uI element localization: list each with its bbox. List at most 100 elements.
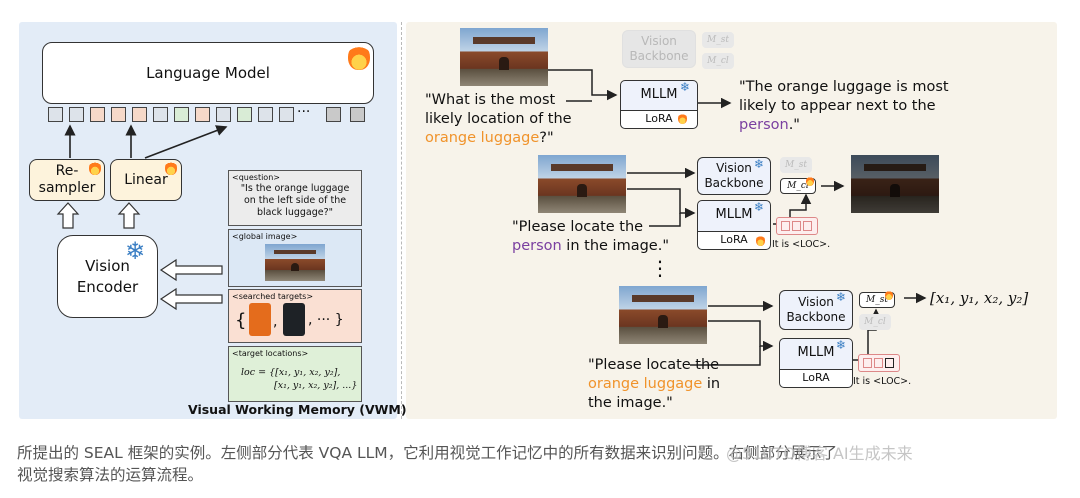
query-image-3 xyxy=(619,286,707,344)
orange-luggage-crop xyxy=(249,303,271,336)
vision-encoder-label: Vision Encoder xyxy=(76,256,139,296)
token-square xyxy=(350,107,365,122)
a1-line2: likely to appear next to the xyxy=(739,98,936,114)
token-square xyxy=(48,107,63,122)
language-model-label: Language Model xyxy=(146,64,270,82)
token-square xyxy=(258,107,273,122)
q2-person: person xyxy=(512,238,562,254)
caption-line2: 视觉搜索算法的运算流程。 xyxy=(17,466,204,484)
vwm-locations-line2: [x₁, y₁, x₂, y₂], ...} xyxy=(274,380,358,391)
q3-orange-luggage: orange luggage xyxy=(588,376,703,392)
q3-line1: "Please locate the xyxy=(588,357,720,373)
bot-vision-backbone-label: Vision Backbone xyxy=(786,295,846,324)
loc-token-box-1 xyxy=(776,217,818,235)
q2-line2-end: in the image." xyxy=(561,238,669,254)
bot-vision-backbone: Vision Backbone xyxy=(779,290,853,330)
mllm-label-2: MLLM xyxy=(715,207,753,222)
q1-orange-luggage: orange luggage xyxy=(425,130,540,146)
continuation-dots: ⋮ xyxy=(650,256,670,280)
panel-divider xyxy=(401,22,403,419)
token-square xyxy=(326,107,341,122)
q1-line3-end: ?" xyxy=(539,130,554,146)
token-square xyxy=(237,107,252,122)
mid-vision-backbone: Vision Backbone xyxy=(697,157,771,195)
vwm-question-header: <question> xyxy=(232,173,280,182)
token-square xyxy=(90,107,105,122)
bot-vb-snowflake-icon: ❄ xyxy=(836,290,847,304)
vwm-global-header: <global image> xyxy=(232,232,298,241)
token-square xyxy=(132,107,147,122)
mllm-label-3: MLLM xyxy=(797,345,835,360)
mid-mtag-st: M_st xyxy=(780,157,812,173)
lora-label-3: LoRA xyxy=(802,371,830,384)
vwm-question-box: <question> "Is the orange luggage on the… xyxy=(228,170,362,226)
global-image-thumbnail xyxy=(265,244,325,281)
lora-label: LoRA xyxy=(645,112,673,125)
resampler-box: Re- sampler xyxy=(29,159,105,201)
q3-line2-end: in xyxy=(702,376,721,392)
bbox-output: [x₁, y₁, x₂, y₂] xyxy=(930,289,1029,307)
mllm-box-3: MLLM LoRA xyxy=(779,338,853,388)
linear-to-token-arrow-2 xyxy=(144,125,228,159)
vwm-target-locations-box: <target locations> loc = {[x₁, y₁, x₂, y… xyxy=(228,346,362,402)
top-mtag-st: M_st xyxy=(702,32,734,48)
top-mtag-cl: M_cl xyxy=(702,53,734,69)
q3-line3: the image." xyxy=(588,395,673,411)
token-square xyxy=(279,107,294,122)
q2-line1: "Please locate the xyxy=(512,219,644,235)
mllm-label: MLLM xyxy=(640,87,678,102)
a1-line3-end: ." xyxy=(788,117,800,133)
a1-person: person xyxy=(739,117,789,133)
left-arrows xyxy=(56,124,228,311)
targets-comma: , xyxy=(273,314,278,330)
language-model-box: Language Model xyxy=(42,42,374,104)
loc-token-box-2 xyxy=(858,354,900,372)
q1-line2: likely location of the xyxy=(425,111,572,127)
token-square xyxy=(174,107,189,122)
bot-mtag-flame-icon xyxy=(885,290,893,300)
token-square xyxy=(69,107,84,122)
frozen-snowflake-icon: ❄ xyxy=(125,237,146,265)
figure-caption: 所提出的 SEAL 框架的实例。左侧部分代表 VQA LLM，它利用视觉工作记忆… xyxy=(17,442,1067,486)
lora-2-flame-icon xyxy=(756,235,765,246)
q1-line1: "What is the most xyxy=(425,92,556,108)
vwm-title: Visual Working Memory (VWM) xyxy=(188,402,407,417)
resampler-label: Re- sampler xyxy=(38,163,96,196)
global-image-to-encoder-arrow xyxy=(159,258,223,282)
vision-encoder-box: Vision Encoder xyxy=(57,235,158,318)
targets-to-encoder-arrow xyxy=(159,287,223,311)
watermark: @51CTO博客 AI生成未来 xyxy=(726,444,913,463)
vwm-locations-header: <target locations> xyxy=(232,349,309,358)
a1-line1: "The orange luggage is most xyxy=(739,79,949,95)
encoder-to-linear-arrow xyxy=(117,202,141,229)
token-square xyxy=(153,107,168,122)
query-image-1 xyxy=(460,28,548,86)
caption-line1: 所提出的 SEAL 框架的实例。左侧部分代表 VQA LLM，它利用视觉工作记忆… xyxy=(17,444,838,462)
mid-vision-backbone-label: Vision Backbone xyxy=(704,161,764,190)
mid-mtag-flame-icon xyxy=(806,176,814,186)
lora-strip-3: LoRA xyxy=(780,369,852,387)
linear-label: Linear xyxy=(124,172,168,188)
vwm-searched-targets-box: <searched targets> { , , ··· } xyxy=(228,289,362,343)
mid-vb-snowflake-icon: ❄ xyxy=(754,157,765,171)
question-2: "Please locate the person in the image." xyxy=(512,218,669,256)
token-ellipsis: ··· xyxy=(297,104,311,120)
token-square xyxy=(216,107,231,122)
targets-open-brace: { xyxy=(235,310,247,331)
vwm-global-image-box: <global image> xyxy=(228,229,362,287)
mllm-3-snowflake-icon: ❄ xyxy=(836,338,847,352)
lora-strip-2: LoRA xyxy=(698,231,770,249)
token-square xyxy=(111,107,126,122)
black-luggage-crop xyxy=(283,303,305,336)
top-vision-backbone-label: Vision Backbone xyxy=(629,34,689,63)
token-square xyxy=(195,107,210,122)
heatmap-output-image xyxy=(851,155,939,213)
loc-text-1: It is <LOC>. xyxy=(772,239,831,250)
question-3: "Please locate the orange luggage in the… xyxy=(588,356,720,413)
lora-flame-icon xyxy=(678,113,687,124)
resampler-flame-icon xyxy=(89,161,101,175)
mllm-snowflake-icon: ❄ xyxy=(680,80,691,94)
vwm-locations-line1: loc = {[x₁, y₁, x₂, y₂], xyxy=(241,367,341,378)
loc-text-2: It is <LOC>. xyxy=(853,376,912,387)
top-vision-backbone-faded: Vision Backbone xyxy=(622,30,696,68)
